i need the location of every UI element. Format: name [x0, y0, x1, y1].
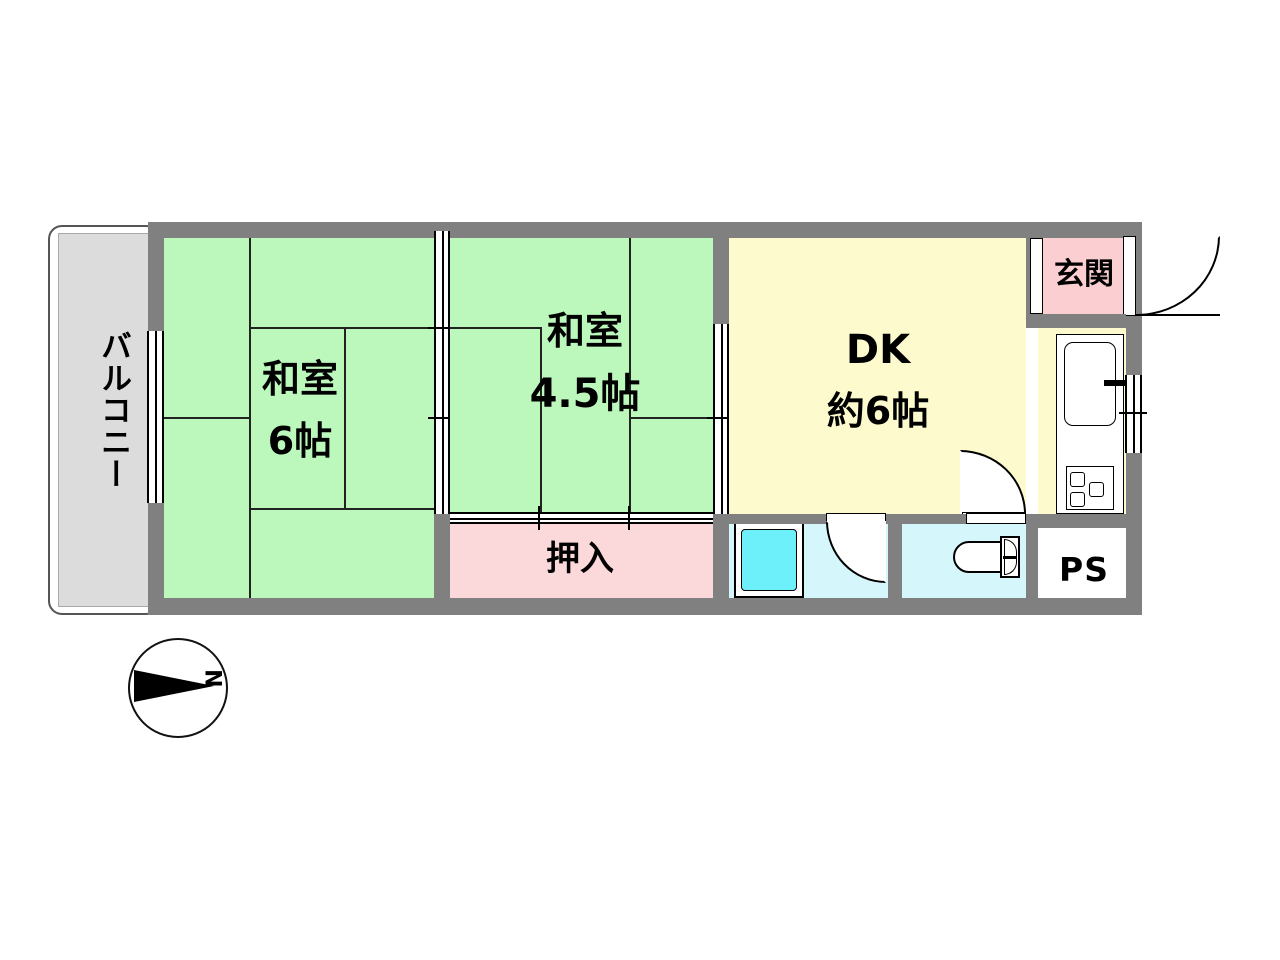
tatami-seam	[164, 417, 251, 419]
stove-burner-icon	[1089, 482, 1104, 497]
compass-north-label: N	[199, 669, 225, 688]
tatami-seam	[344, 327, 346, 510]
tatami-seam	[249, 508, 434, 510]
kitchen-faucet-icon	[1104, 380, 1132, 383]
washitsu-4-5jou-size: 4.5帖	[529, 371, 641, 417]
compass-needle-icon	[134, 670, 214, 702]
genkan-side-panel	[1030, 238, 1043, 314]
tatami-seam	[629, 238, 631, 514]
interior-wall-wetroom-top	[729, 514, 826, 524]
dk-label: DK	[845, 327, 911, 373]
room-genkan	[1043, 238, 1123, 314]
interior-wall-wetroom-top-2	[886, 514, 966, 524]
partition-tick	[428, 417, 456, 419]
tatami-seam	[540, 327, 542, 514]
interior-wall-dk-divider-lower	[713, 514, 729, 598]
balcony-floor	[58, 233, 158, 607]
kitchen-window[interactable]	[1125, 375, 1142, 453]
partition-tick	[428, 327, 456, 329]
interior-wall-bath-toilet	[888, 514, 902, 598]
entrance-door-sill	[1136, 314, 1220, 316]
balcony-label: バルコニー	[95, 330, 131, 490]
entrance-door-leaf[interactable]	[1123, 236, 1136, 316]
stove-burner-icon	[1070, 472, 1085, 487]
stove-burner-icon	[1070, 492, 1085, 507]
toilet-bowl-icon	[953, 541, 1005, 573]
interior-wall-oshiire-left	[434, 514, 450, 598]
oshiire-door-tick	[538, 506, 540, 530]
exterior-wall-top	[148, 222, 1142, 238]
interior-wall-wetroom-top-3	[1026, 514, 1126, 528]
partition-tick	[707, 417, 735, 419]
interior-wall-toilet-ps	[1026, 514, 1038, 598]
genkan-label: 玄関	[1054, 257, 1114, 292]
washitsu-4-5jou-name: 和室	[546, 309, 623, 353]
exterior-wall-bottom	[148, 598, 1142, 615]
oshiire-sliding-doors[interactable]	[450, 512, 713, 524]
dk-size-label: 約6帖	[826, 389, 930, 433]
interior-wall-genkan-bottom	[1026, 314, 1126, 328]
ps-label: PS	[1059, 550, 1109, 589]
kitchen-stove-icon	[1066, 466, 1114, 510]
washitsu-6jou-size: 6帖	[267, 419, 333, 463]
room-washitsu-4-5jou	[450, 238, 720, 514]
tatami-seam	[631, 417, 720, 419]
kitchen-faucet-icon	[1104, 383, 1132, 386]
oshiire-door-tick	[628, 506, 630, 530]
oshiire-label: 押入	[546, 539, 614, 579]
room-ps	[1043, 530, 1123, 598]
washitsu-6jou-name: 和室	[261, 357, 338, 401]
room-oshiire	[450, 522, 713, 598]
toilet-lever-icon	[1003, 556, 1017, 559]
kitchen-window-tick	[1119, 412, 1147, 414]
bathtub-icon	[741, 529, 797, 591]
toilet-door-threshold	[966, 513, 1026, 524]
entrance-door-arc[interactable]	[1136, 236, 1220, 316]
tatami-seam	[450, 327, 540, 329]
fusuma-sliding-partition-left[interactable]	[434, 231, 450, 514]
interior-wall-dk-divider	[713, 238, 729, 324]
balcony-sliding-door-window[interactable]	[147, 331, 164, 503]
fusuma-sliding-partition-right[interactable]	[713, 323, 729, 515]
tatami-seam	[249, 327, 434, 329]
